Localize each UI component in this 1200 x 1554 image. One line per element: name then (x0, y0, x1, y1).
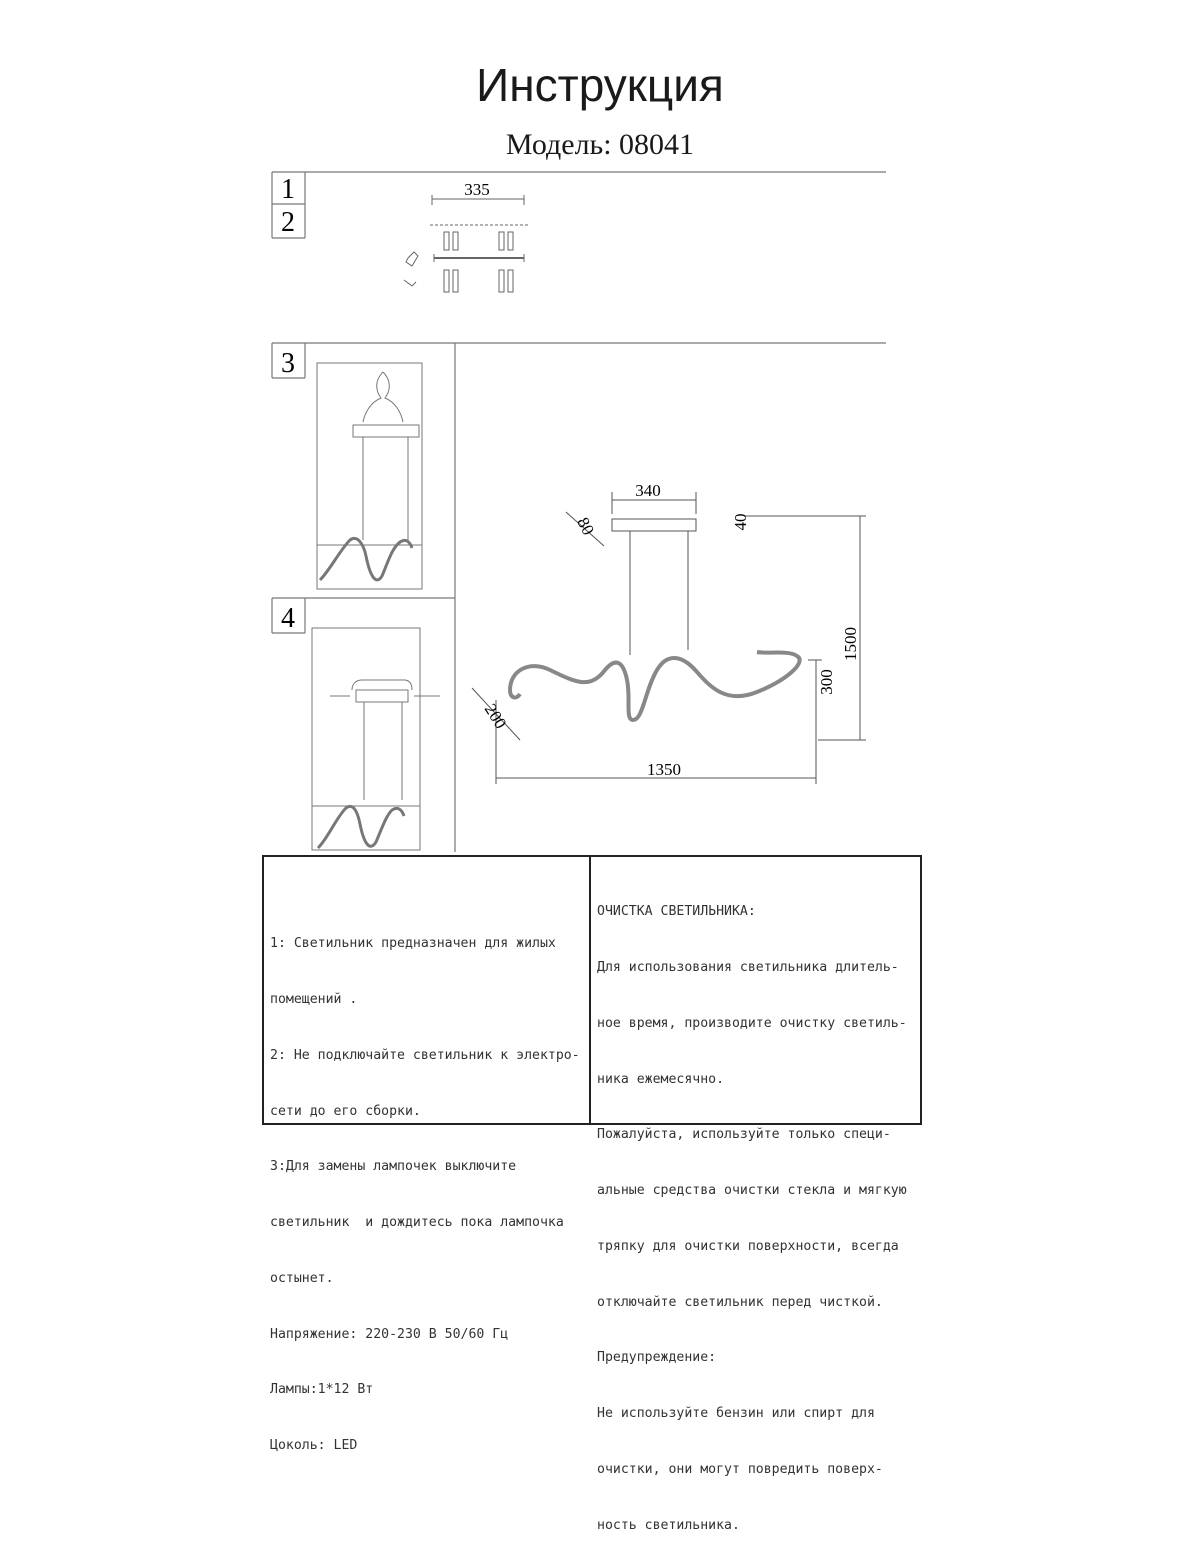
info-right-line: альные средства очистки стекла и мягкую (597, 1183, 907, 1199)
page-title: Инструкция (476, 59, 724, 111)
info-right-line: Предупреждение: (597, 1350, 717, 1366)
step-number-4: 4 (281, 603, 295, 634)
info-left-line: 3:Для замены лампочек выключите (270, 1159, 517, 1175)
dim-canopy-width: 340 (635, 481, 661, 500)
info-right-line: отключайте светильник перед чисткой. (597, 1294, 883, 1310)
dim-tube-diameter: 200 (481, 700, 511, 732)
info-left-line: помещений . (270, 991, 358, 1007)
info-right-line: тряпку для очистки поверхности, всегда (597, 1238, 899, 1254)
info-right-line: Не используйте бензин или спирт для (597, 1406, 875, 1422)
step3-illustration (316, 362, 423, 590)
info-left-column: 1: Светильник предназначен для жилых пом… (270, 898, 580, 1474)
info-right-line: ника ежемесячно. (597, 1071, 725, 1087)
mounting-diagram (403, 195, 530, 293)
dim-total-height: 1500 (841, 627, 860, 661)
step-number-1: 1 (281, 174, 295, 205)
info-left-line: 2: Не подключайте светильник к электро- (270, 1047, 580, 1063)
dim-total-length: 1350 (647, 760, 681, 779)
canopy (611, 518, 697, 532)
step4-illustration (311, 627, 440, 851)
instruction-drawing: 1 2 3 4 335 (271, 171, 886, 852)
info-left-line: Лампы:1*12 Вт (270, 1382, 374, 1398)
info-right-line: Пожалуйста, используйте только специ- (597, 1127, 891, 1143)
info-right-line: ОЧИСТКА СВЕТИЛЬНИКА: (597, 904, 756, 920)
info-right-line: Для использования светильника длитель- (597, 959, 899, 975)
step-number-3: 3 (281, 348, 295, 379)
info-table (262, 855, 922, 1125)
info-left-line: Цоколь: LED (270, 1438, 358, 1454)
info-left-line: Напряжение: 220-230 В 50/60 Гц (270, 1326, 509, 1342)
dim-body-height: 300 (817, 669, 836, 695)
info-left-line: остынет. (270, 1270, 334, 1286)
model-number: Модель: 08041 (505, 128, 695, 161)
dim-canopy-diameter: 80 (573, 514, 598, 538)
info-right-line: ность светильника. (597, 1517, 740, 1533)
info-right-line: ное время, производите очистку светиль- (597, 1015, 907, 1031)
info-right-column: ОЧИСТКА СВЕТИЛЬНИКА: Для использования с… (597, 866, 907, 1554)
main-dimension-drawing (471, 492, 866, 784)
step-number-2: 2 (281, 207, 295, 238)
info-table-divider (589, 855, 591, 1125)
info-left-line: светильник и дождитесь пока лампочка (270, 1215, 564, 1231)
mount-dimension-label: 335 (464, 180, 490, 199)
info-right-line: очистки, они могут повредить поверх- (597, 1462, 883, 1477)
dim-canopy-height: 40 (731, 514, 750, 531)
info-left-line: сети до его сборки. (270, 1103, 421, 1119)
info-left-line: 1: Светильник предназначен для жилых (270, 936, 556, 952)
